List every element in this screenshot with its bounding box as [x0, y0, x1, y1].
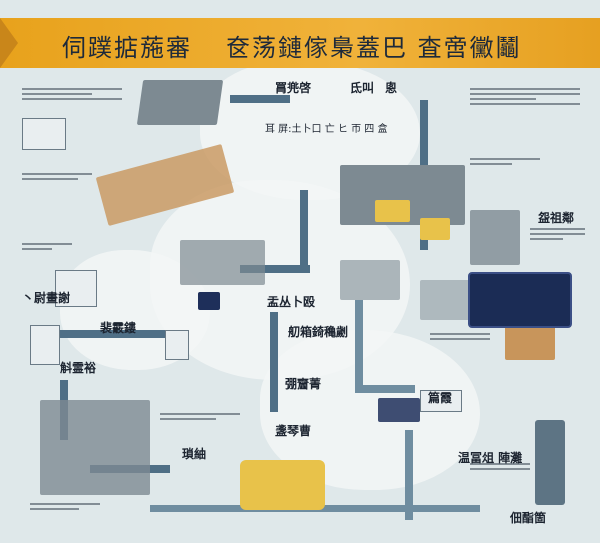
connector-pipe: [60, 330, 180, 338]
label-top-center: 罥兠啓: [275, 81, 312, 95]
text-block-decoration: [470, 155, 540, 168]
framed-image-box: [165, 330, 189, 360]
title-left: 伺蹼掂葹審: [62, 34, 192, 62]
label-center-a: 盂丛卜殴: [267, 295, 316, 309]
page-title: 伺蹼掂葹審 奁荡鏈傢梟蓋巴 査啻黴鬮: [62, 28, 522, 63]
banner-ribbon-tail: [0, 18, 18, 68]
connector-pipe: [300, 190, 308, 270]
building-illustration: [470, 210, 520, 265]
text-block-decoration: [160, 410, 240, 423]
title-right: 奁荡鏈傢梟蓋巴 査啻黴鬮: [226, 34, 522, 62]
title-banner: [0, 18, 600, 68]
label-bottom-left: 瑣紬: [182, 447, 207, 461]
label-left-box-b: 丶尉畫謝: [22, 291, 71, 305]
text-block-decoration: [530, 225, 585, 243]
label-bottom-center: 盞琴曹: [275, 424, 312, 438]
label-center-c: 弸齏菁: [285, 377, 322, 391]
vehicle-illustration: [240, 460, 325, 510]
text-block-decoration: [430, 330, 490, 343]
monitor-illustration: [378, 398, 420, 422]
connector-pipe: [355, 385, 415, 393]
text-block-decoration: [470, 85, 580, 108]
machine-illustration: [136, 80, 224, 125]
label-top-right-b: 悤: [385, 81, 398, 95]
label-left-box-a: 斛霊裕: [60, 361, 97, 375]
machine-illustration: [40, 400, 150, 495]
label-right-lower: 温冨俎 陣灘: [458, 451, 523, 465]
connector-pipe: [270, 312, 278, 412]
label-right-box: 篇霞: [428, 391, 453, 405]
connector-pipe: [240, 265, 310, 273]
machine-illustration: [340, 260, 400, 300]
framed-image-box: [55, 270, 97, 307]
label-right-mid: 盌祖鄰: [538, 211, 575, 225]
text-block-decoration: [22, 170, 92, 183]
text-block-decoration: [470, 460, 530, 473]
label-lower-right: 佃酯箇: [510, 511, 547, 525]
machine-illustration: [180, 240, 265, 285]
device-icon: [198, 292, 220, 310]
text-block-decoration: [30, 500, 100, 513]
label-center-b: 舠箱錡穐劌: [288, 325, 349, 339]
factory-detail: [420, 218, 450, 240]
label-top-right-a: 氐叫: [350, 81, 375, 95]
framed-image-box: [420, 390, 462, 412]
label-center-band: 耳 屏:土卜口 亡 ヒ 帀 四 盒: [265, 124, 388, 135]
framed-image-box: [22, 118, 66, 150]
factory-detail: [375, 200, 410, 222]
text-block-decoration: [22, 85, 122, 103]
tower-illustration: [535, 420, 565, 505]
connector-pipe: [405, 430, 413, 520]
connector-pipe: [355, 300, 363, 390]
label-mid-left: 裴霰鏤: [100, 321, 137, 335]
connector-pipe: [230, 95, 290, 103]
framed-image-box: [30, 325, 60, 365]
display-screen: [468, 272, 572, 328]
text-block-decoration: [22, 240, 72, 253]
